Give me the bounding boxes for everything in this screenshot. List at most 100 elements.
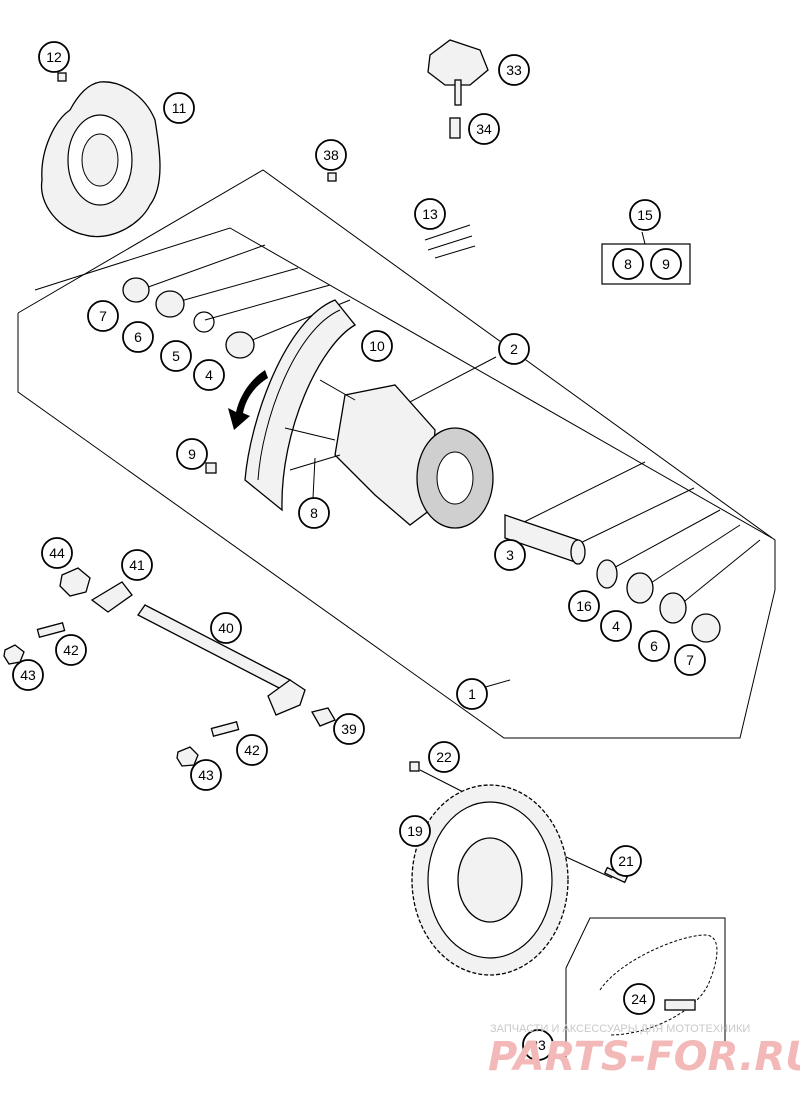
chain-link [664,999,696,1011]
callout-c42a: 42 [55,634,87,666]
callout-c15: 15 [629,199,661,231]
callout-c33: 33 [498,54,530,86]
callout-c39: 39 [333,713,365,745]
callout-circle [522,1029,554,1061]
callout-number: 38 [323,147,339,163]
callout-c16: 16 [568,590,600,622]
rim [244,299,356,512]
callout-number: 6 [650,638,658,654]
callout-number: 33 [506,62,522,78]
chain-adjuster-right [267,679,306,716]
spacer-left [122,277,150,303]
adjuster-nut-right [176,746,199,767]
plug [327,172,337,182]
callout-number: 23 [530,1037,546,1053]
callout-number: 15 [637,207,653,223]
callout-circle [610,845,642,877]
callout-circle [122,321,154,353]
callout-number: 5 [172,348,180,364]
callout-c8: 8 [298,497,330,529]
callout-c7b: 7 [674,644,706,676]
callout-c6b: 6 [638,630,670,662]
callout-circle [494,539,526,571]
drive-chain [599,934,718,1036]
leader-lines [139,231,761,879]
callout-circle [428,741,460,773]
callout-c10: 10 [361,330,393,362]
slider-bolt [449,117,461,139]
callout-number: 43 [198,767,214,783]
callout-c4b: 4 [600,610,632,642]
distance-bushing [596,559,618,589]
callout-c44: 44 [41,537,73,569]
wheel-subassembly-outline [34,227,773,539]
callout-circle [176,438,208,470]
callout-c9: 9 [176,438,208,470]
assembly-outline [17,169,776,739]
seal-right [659,592,687,624]
callout-number: 8 [310,505,318,521]
callout-c43a: 43 [12,659,44,691]
callout-c40: 40 [210,612,242,644]
callout-c34: 34 [468,113,500,145]
bearing-right [626,572,654,604]
rear-sprocket [411,784,569,976]
callout-c4a: 4 [193,359,225,391]
callout-number: 21 [618,853,634,869]
brake-disc [40,81,161,238]
callout-circle [498,54,530,86]
rotation-direction-arrow [228,370,268,430]
callout-c41: 41 [121,549,153,581]
callout-circle [38,41,70,73]
callout-number: 1 [468,686,476,702]
callout-c11: 11 [163,92,195,124]
callout-c42b: 42 [236,734,268,766]
callout-number: 19 [407,823,423,839]
spoke-set [424,224,476,259]
callout-c1: 1 [456,678,488,710]
callout-number: 6 [134,329,142,345]
callout-circle [629,199,661,231]
callout-number: 16 [576,598,592,614]
callout-circle [121,549,153,581]
callout-circle [498,333,530,365]
callout-c22: 22 [428,741,460,773]
watermark-tagline: ЗАПЧАСТИ И АКСЕССУАРЫ ДЛЯ МОТОТЕХНИКИ [490,1023,750,1035]
callout-number: 22 [436,749,452,765]
spacer-right [691,613,721,643]
callout-number: 7 [99,308,107,324]
callout-circle [568,590,600,622]
callout-number: 13 [422,206,438,222]
callout-number: 12 [46,49,62,65]
callout-c43b: 43 [190,759,222,791]
slider-stem [454,79,462,106]
callout-circle [190,759,222,791]
callout-c6a: 6 [122,321,154,353]
callout-circle [399,815,431,847]
callout-number: 7 [686,652,694,668]
callout-number: 39 [341,721,357,737]
seal-left [155,290,185,318]
callout-number: 11 [172,100,187,116]
callout-circle [193,359,225,391]
callout-number: 10 [369,338,385,354]
callout-number: 40 [218,620,234,636]
callout-circle [163,92,195,124]
callout-c23: 23 [522,1029,554,1061]
callout-circle [41,537,73,569]
callout-c2: 2 [498,333,530,365]
callout-c21: 21 [610,845,642,877]
callout-number: 43 [20,667,36,683]
adjuster-screw-right [210,720,240,738]
circlip [193,311,215,333]
callout-number: 3 [506,547,514,563]
sprocket-nut [409,761,420,772]
callout-circle [361,330,393,362]
callout-circle [650,248,682,280]
callout-c7a: 7 [87,300,119,332]
bearing-left [225,331,255,359]
adjuster-screw-left [36,621,66,639]
callout-circle [638,630,670,662]
callout-number: 8 [624,256,632,272]
callout-circle [12,659,44,691]
